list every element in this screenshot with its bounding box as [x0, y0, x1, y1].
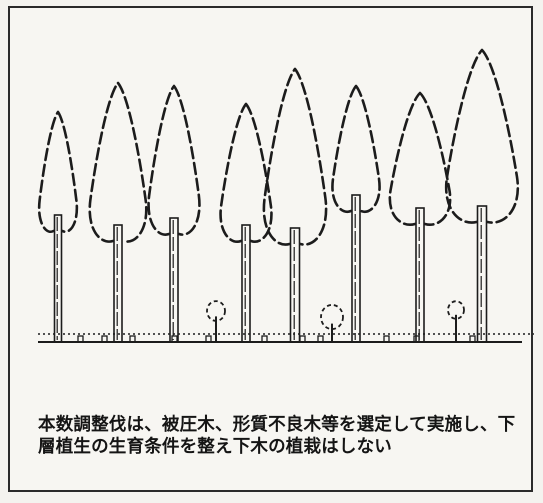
ground-stump — [171, 335, 178, 343]
tree-1 — [37, 110, 79, 343]
tree-trunk — [113, 224, 123, 343]
tree-7 — [388, 91, 452, 343]
ground-stump — [129, 335, 136, 343]
tree-crown — [88, 81, 148, 243]
sapling-3 — [447, 300, 465, 342]
tree-crown — [444, 48, 520, 224]
ground-stump — [205, 335, 212, 343]
tree-group — [37, 48, 520, 343]
tree-3 — [147, 84, 201, 343]
tree-trunk — [476, 205, 488, 343]
sapling-1 — [206, 300, 226, 342]
ground-stump — [383, 335, 390, 343]
caption-text: 本数調整伐は、被圧木、形質不良木等を選定して実施し、下層植生の生育条件を整え下木… — [38, 415, 516, 457]
ground-stump — [101, 335, 108, 343]
tree-4 — [219, 102, 273, 343]
sapling-crown — [447, 300, 465, 320]
tree-crown — [219, 102, 273, 243]
tree-2 — [88, 81, 148, 343]
sapling-group — [206, 300, 465, 342]
figure-frame — [8, 6, 533, 492]
ground-stump — [317, 335, 324, 343]
tree-trunk — [53, 214, 63, 343]
tree-crown — [147, 84, 201, 236]
sapling-crown — [320, 303, 344, 330]
tree-trunk — [289, 227, 301, 343]
ground-stump — [413, 335, 420, 343]
ground-stump — [469, 335, 476, 343]
sapling-2 — [320, 303, 344, 342]
tree-crown — [262, 67, 328, 246]
tree-crown — [37, 110, 79, 234]
tree-trunk — [415, 207, 425, 343]
tree-trunk — [351, 194, 361, 343]
ground-stump — [299, 335, 306, 343]
tree-trunk — [241, 224, 251, 343]
ground-stump — [77, 335, 84, 343]
tree-crown — [331, 84, 381, 213]
ground-stump — [261, 335, 268, 343]
ground-line — [38, 333, 534, 343]
forest-stand-illustration — [37, 48, 534, 343]
tree-trunk — [169, 217, 179, 343]
tree-crown — [388, 91, 452, 226]
tree-8 — [444, 48, 520, 343]
tree-5 — [262, 67, 328, 343]
tree-6 — [331, 84, 381, 343]
